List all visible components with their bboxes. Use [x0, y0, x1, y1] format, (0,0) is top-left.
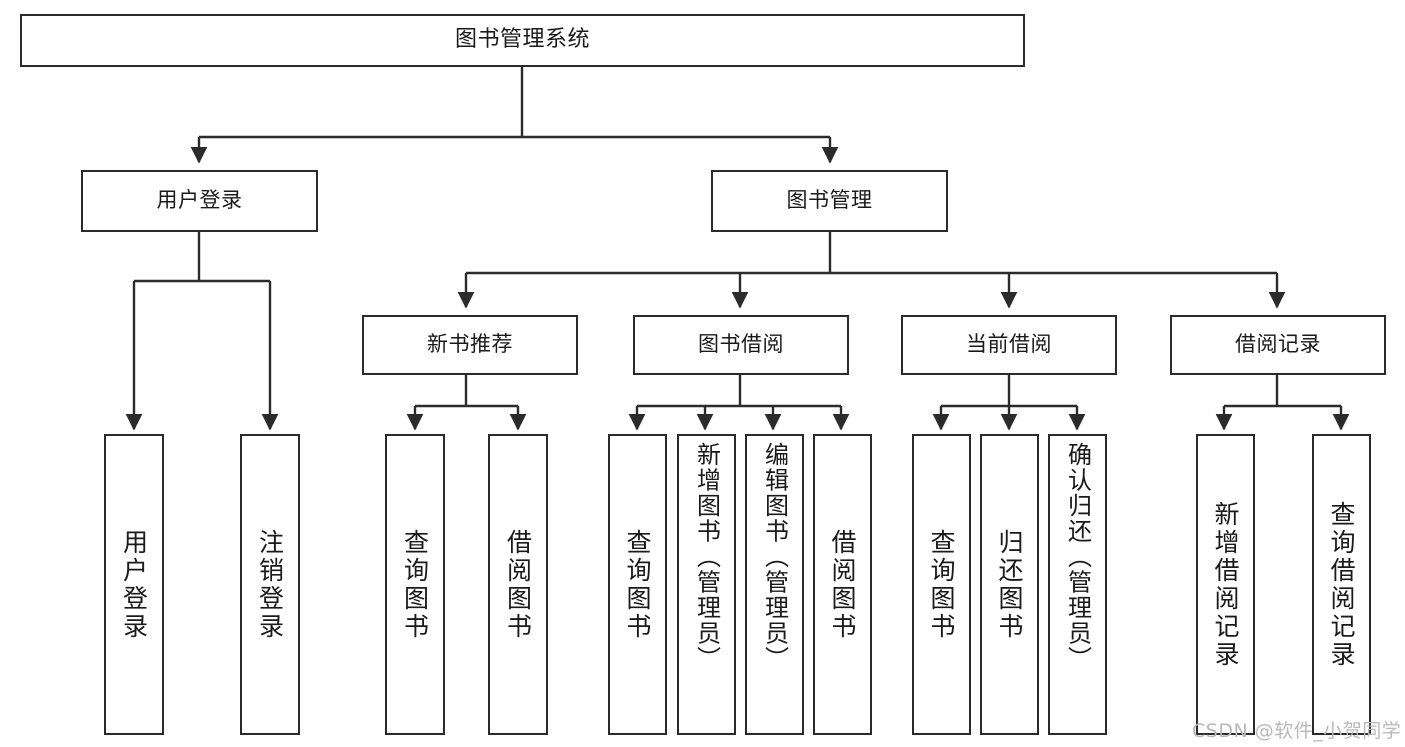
node-label: 图书管理 — [786, 188, 873, 213]
node-label: 用户登录 — [119, 528, 149, 641]
leaf-cb-return-book[interactable]: 归还图书 — [980, 434, 1039, 735]
node-root-book-management-system[interactable]: 图书管理系统 — [20, 14, 1025, 67]
node-label: 图书借阅 — [698, 332, 784, 357]
node-label: 当前借阅 — [966, 332, 1052, 357]
leaf-user-login[interactable]: 用户登录 — [104, 434, 164, 735]
leaf-nb-borrow-book[interactable]: 借阅图书 — [488, 434, 548, 735]
node-label: 借阅图书 — [503, 528, 533, 641]
leaf-logout[interactable]: 注销登录 — [240, 434, 300, 735]
node-label: 查询图书 — [623, 528, 652, 641]
leaf-bb-query-book[interactable]: 查询图书 — [608, 434, 667, 735]
node-label: 归还图书 — [995, 528, 1024, 641]
leaf-br-add-record[interactable]: 新增借阅记录 — [1196, 434, 1255, 735]
node-book-borrow[interactable]: 图书借阅 — [633, 315, 849, 375]
node-label: 用户登录 — [156, 188, 243, 213]
node-label: 查询图书 — [400, 528, 430, 641]
node-label: 注销登录 — [255, 528, 285, 641]
leaf-cb-confirm-return-admin[interactable]: 确认归还（管理员） — [1048, 434, 1107, 735]
node-label: 查询图书 — [927, 528, 956, 641]
node-label: 确认归还（管理员） — [1063, 442, 1092, 672]
node-label: 新书推荐 — [427, 332, 513, 357]
leaf-bb-borrow-book[interactable]: 借阅图书 — [813, 434, 872, 735]
leaf-cb-query-book[interactable]: 查询图书 — [912, 434, 971, 735]
node-borrow-record[interactable]: 借阅记录 — [1170, 315, 1386, 375]
leaf-bb-edit-book-admin[interactable]: 编辑图书（管理员） — [745, 434, 804, 735]
node-label: 编辑图书（管理员） — [760, 442, 789, 672]
node-label: 借阅记录 — [1235, 332, 1321, 357]
node-label: 新增图书（管理员） — [692, 442, 721, 672]
leaf-br-query-record[interactable]: 查询借阅记录 — [1312, 434, 1371, 735]
node-label: 借阅图书 — [828, 528, 857, 641]
node-new-book-recommend[interactable]: 新书推荐 — [362, 315, 578, 375]
node-current-borrow[interactable]: 当前借阅 — [901, 315, 1117, 375]
node-label: 新增借阅记录 — [1211, 500, 1240, 669]
leaf-nb-query-book[interactable]: 查询图书 — [385, 434, 445, 735]
node-user-login[interactable]: 用户登录 — [81, 170, 318, 232]
node-label: 查询借阅记录 — [1327, 500, 1356, 669]
node-book-management[interactable]: 图书管理 — [711, 170, 948, 232]
node-label: 图书管理系统 — [454, 27, 590, 53]
csdn-watermark: CSDN @软件_小贺同学 — [1192, 720, 1402, 742]
leaf-bb-add-book-admin[interactable]: 新增图书（管理员） — [677, 434, 736, 735]
